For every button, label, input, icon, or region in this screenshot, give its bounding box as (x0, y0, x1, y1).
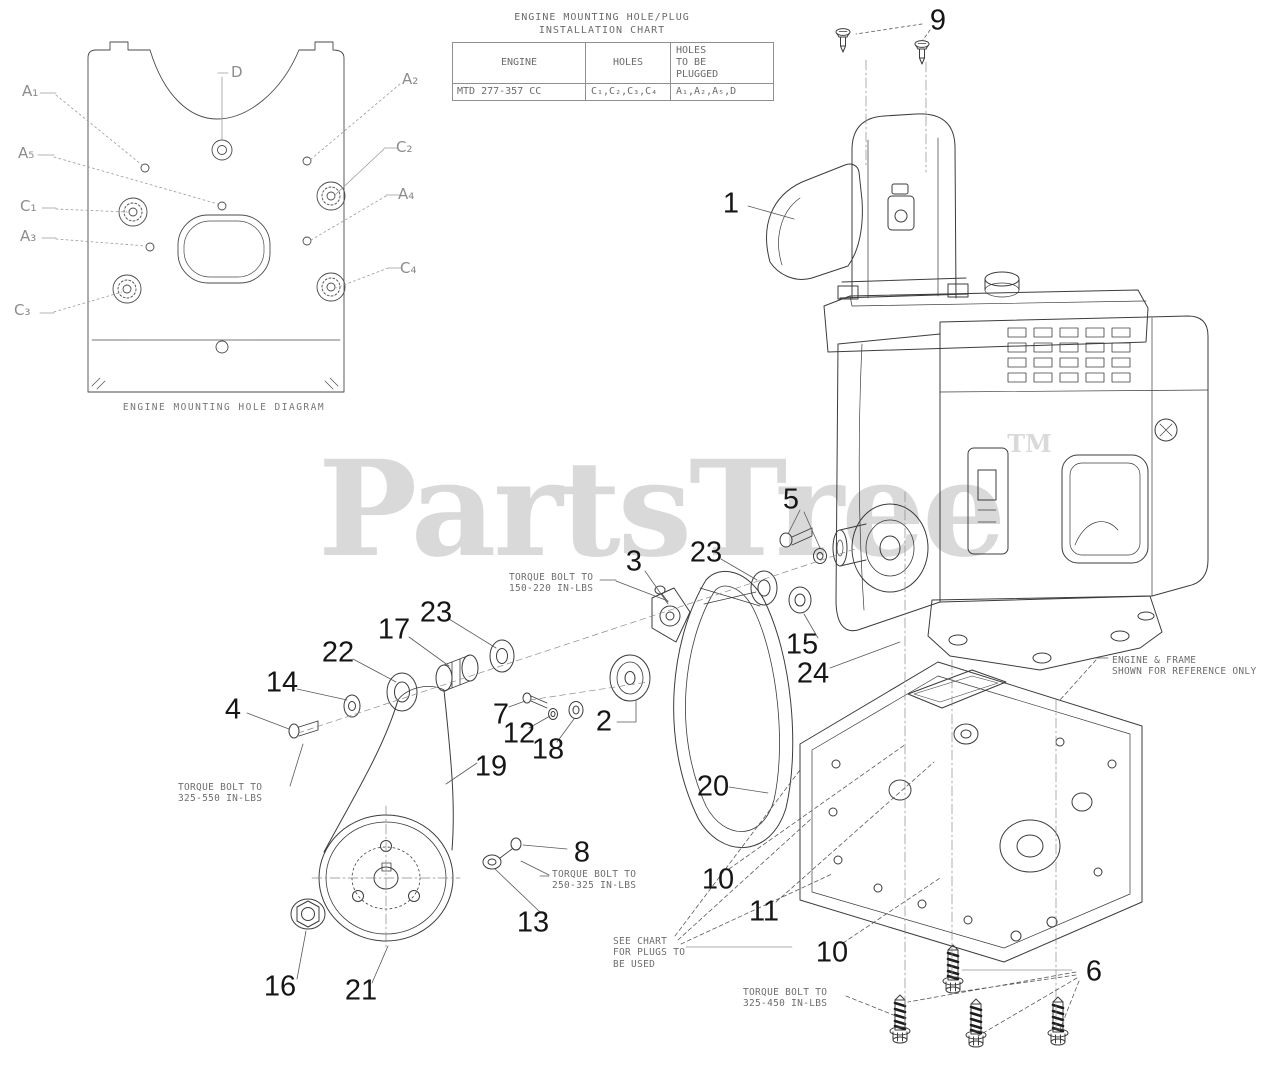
hole-label-A: A₅ (18, 144, 35, 162)
callout-5[interactable]: 5 (782, 483, 800, 516)
idler-bracket-drawing (651, 585, 691, 643)
chart-title-line2: INSTALLATION CHART (538, 24, 666, 36)
engine-drawing (766, 113, 1209, 671)
callout-22[interactable]: 22 (321, 636, 355, 669)
hole-label-A: A₃ (20, 227, 37, 245)
leader-lines (246, 23, 1109, 1037)
hole-label-A: A₁ (22, 82, 39, 100)
callout-19[interactable]: 19 (474, 750, 508, 783)
callout-10[interactable]: 10 (701, 863, 735, 896)
see-chart: SEE CHART FOR PLUGS TO BE USED (613, 936, 686, 970)
watermark-tm: TM (1007, 429, 1052, 458)
reference-note: ENGINE & FRAME SHOWN FOR REFERENCE ONLY (1112, 655, 1257, 678)
centerlines (297, 59, 1057, 1029)
callout-3[interactable]: 3 (625, 545, 643, 578)
callout-13[interactable]: 13 (516, 906, 550, 939)
chart-cell: C₁,C₂,C₃,C₄ (585, 83, 671, 101)
large-pulley-drawing (311, 805, 461, 951)
callout-18[interactable]: 18 (531, 733, 565, 766)
hole-label-C: C₄ (400, 259, 417, 277)
callout-7[interactable]: 7 (492, 698, 510, 731)
chart-title-line1: ENGINE MOUNTING HOLE/PLUG (514, 12, 690, 23)
hole-label-C: C₁ (20, 197, 37, 215)
torque-325-450: TORQUE BOLT TO 325-450 IN-LBS (743, 987, 828, 1010)
torque-250-325: TORQUE BOLT TO 250-325 IN-LBS (552, 869, 637, 892)
auger-belt-drawing (323, 686, 454, 853)
callout-23[interactable]: 23 (689, 536, 723, 569)
callout-2[interactable]: 2 (595, 705, 613, 738)
callout-6[interactable]: 6 (1085, 955, 1103, 988)
callout-1[interactable]: 1 (722, 187, 740, 220)
callout-20[interactable]: 20 (696, 770, 730, 803)
drive-belt-drawing (673, 570, 794, 849)
callout-8[interactable]: 8 (573, 836, 591, 869)
callout-23[interactable]: 23 (419, 596, 453, 629)
callout-12[interactable]: 12 (502, 717, 536, 750)
chart-title: ENGINE MOUNTING HOLE/PLUG INSTALLATION C… (452, 12, 752, 37)
watermark-text: PartsTree (318, 432, 1006, 587)
callout-16[interactable]: 16 (263, 970, 297, 1003)
engine-pulley-drawing (609, 654, 651, 702)
callout-10[interactable]: 10 (815, 936, 849, 969)
callout-24[interactable]: 24 (796, 657, 830, 690)
hardware-drawing (288, 28, 1070, 1049)
chart-cell: MTD 277-357 CC (452, 83, 586, 101)
frame-drawing (799, 661, 1143, 963)
callout-4[interactable]: 4 (224, 693, 242, 726)
chart-header-cell: ENGINE (452, 42, 586, 84)
hole-plate-drawing (37, 41, 403, 393)
callout-11[interactable]: 11 (748, 895, 780, 928)
chart-header-cell: HOLES TO BE PLUGGED (670, 42, 774, 84)
callout-15[interactable]: 15 (785, 628, 819, 661)
callout-21[interactable]: 21 (344, 974, 378, 1007)
callout-9[interactable]: 9 (929, 4, 947, 37)
hole-label-A: A₄ (398, 185, 415, 203)
chart-cell: A₁,A₂,A₅,D (670, 83, 774, 101)
torque-150-220: TORQUE BOLT TO 150-220 IN-LBS (509, 572, 594, 595)
torque-325-550: TORQUE BOLT TO 325-550 IN-LBS (178, 782, 263, 805)
hole-diagram-caption: ENGINE MOUNTING HOLE DIAGRAM (122, 402, 326, 413)
installation-chart: ENGINE MOUNTING HOLE/PLUG INSTALLATION C… (452, 12, 774, 101)
callout-14[interactable]: 14 (265, 666, 299, 699)
hole-label-C: C₃ (14, 301, 31, 319)
callout-17[interactable]: 17 (377, 613, 411, 646)
hole-label-A: A₂ (402, 70, 419, 88)
hole-label-C: C₂ (396, 138, 413, 156)
hole-label-D: D (231, 63, 243, 81)
flange-nut-drawing (290, 898, 326, 930)
chart-header-cell: HOLES (585, 42, 671, 84)
